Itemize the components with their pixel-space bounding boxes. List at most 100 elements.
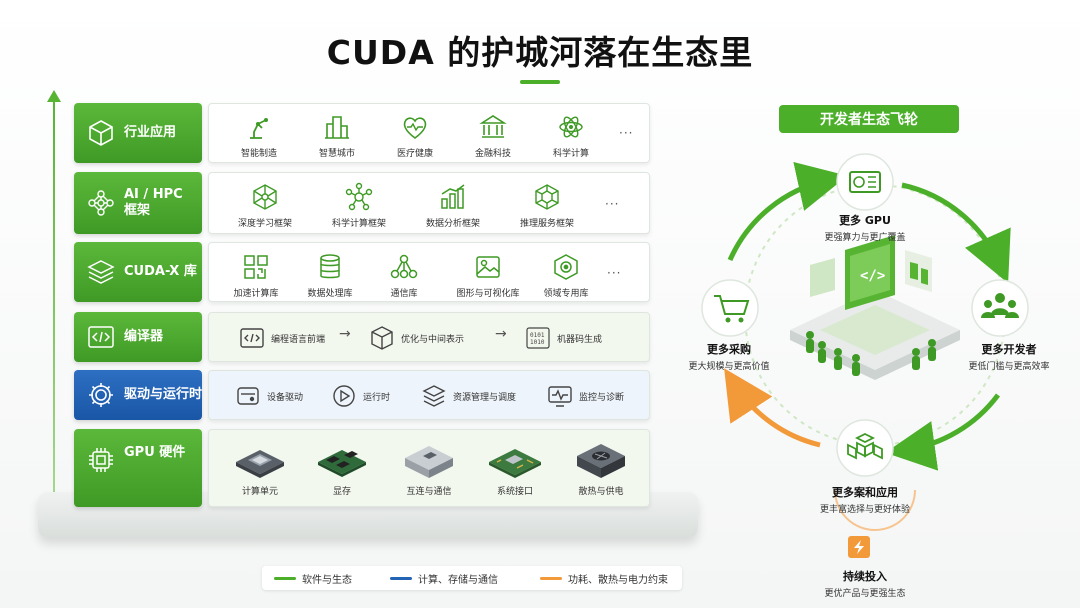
layer-label-gpu-hardware: GPU 硬件 [74, 429, 202, 507]
layer-panel-ai-hpc: 深度学习框架 科学计算框架 数据分析框架 推理服务框架 ··· [208, 172, 650, 234]
svg-text:1010: 1010 [530, 339, 545, 346]
node-more-gpu: 更多 GPU 更强算力与更广覆盖 [824, 214, 906, 243]
item-deep-learning-framework: 深度学习框架 [227, 182, 303, 229]
arc-apps-to-purchases [724, 368, 821, 448]
stack-axis-line [53, 100, 55, 510]
item-monitoring-diagnostics: 监控与诊断 [547, 383, 624, 409]
flywheel-diagram: </> [701, 153, 1029, 558]
monitor-pulse-icon [548, 386, 572, 407]
city-buildings-icon [325, 116, 349, 139]
item-interconnect: 互连与通信 [387, 438, 471, 497]
item-scientific-computing: 科学计算 [541, 112, 601, 159]
legend-swatch [274, 577, 296, 580]
more-indicator: ··· [607, 266, 622, 280]
item-graphics-visualization-lib: 图形与可视化库 [443, 252, 533, 299]
layer-label-industry-apps: 行业应用 [74, 103, 202, 163]
layers-icon [422, 385, 446, 407]
layer-label-driver-runtime: 驱动与运行时 [74, 370, 202, 420]
node-tree-icon [390, 254, 418, 279]
layer-panel-driver-runtime: 设备驱动 运行时 资源管理与调度 监控与诊断 [208, 370, 650, 420]
layer-label-cuda-x: CUDA-X 库 [74, 242, 202, 302]
node-more-purchases: 更多采购 更大规模与更高价值 [688, 343, 770, 372]
node-more-apps: 更多案和应用 更丰富选择与更好体验 [819, 486, 910, 515]
legend-item-software: 软件与生态 [274, 571, 352, 586]
hard-drive-icon [237, 387, 259, 405]
item-scientific-computing-framework: 科学计算框架 [321, 182, 397, 229]
bar-chart-icon [441, 184, 465, 209]
item-smart-manufacturing: 智能制造 [229, 112, 289, 159]
item-device-driver: 设备驱动 [235, 383, 303, 409]
arc-developers-to-apps [885, 393, 1001, 471]
item-smart-city: 智慧城市 [307, 112, 367, 159]
item-language-frontend: 编程语言前端 [239, 325, 325, 351]
cooling-fan-box-icon [577, 444, 625, 478]
heart-pulse-icon [403, 117, 427, 139]
code-icon [240, 328, 264, 348]
flywheel-title: 开发者生态飞轮 [779, 105, 959, 133]
arc-investment-loop [834, 489, 916, 531]
legend: 软件与生态 计算、存储与通信 功耗、散热与电力约束 [262, 566, 682, 590]
network-nodes-icon [88, 190, 114, 216]
node-investment-icon [848, 536, 870, 558]
legend-swatch [540, 577, 562, 580]
node-more-developers: 更多开发者 更低门槛与更高效率 [968, 343, 1050, 372]
svg-text:</>: </> [860, 268, 885, 284]
title-underline [520, 80, 560, 84]
node-purchases-circle [701, 279, 759, 337]
legend-swatch [390, 577, 412, 580]
layer-driver-runtime: 驱动与运行时 设备驱动 运行时 资源管理与调度 监控与诊断 [74, 370, 650, 420]
image-icon [476, 256, 500, 278]
qr-grid-icon [244, 255, 268, 279]
item-optimization-ir: 优化与中间表示 [369, 325, 464, 351]
item-healthcare: 医疗健康 [385, 112, 445, 159]
hex-gear-icon [554, 254, 578, 280]
node-gpu-circle [836, 153, 894, 211]
item-resource-scheduling: 资源管理与调度 [421, 383, 516, 409]
more-indicator: ··· [619, 126, 634, 140]
layer-panel-cuda-x: 加速计算库 数据处理库 通信库 图形与可视化库 领域专用库 ··· [208, 242, 650, 302]
item-data-processing-lib: 数据处理库 [295, 252, 365, 299]
hex-brain-icon [535, 184, 559, 210]
flow-arrow: → [495, 326, 507, 342]
item-inference-serving-framework: 推理服务框架 [509, 182, 585, 229]
item-accelerated-computing-lib: 加速计算库 [221, 252, 291, 299]
layer-panel-gpu-hardware: 计算单元 显存 互连与通信 系统接口 散热与供电 [208, 429, 650, 507]
processor-chip-icon [236, 450, 284, 478]
code-window-icon [88, 326, 114, 348]
item-runtime: 运行时 [331, 383, 390, 409]
memory-module-icon [318, 450, 366, 477]
item-data-analytics-framework: 数据分析框架 [415, 182, 491, 229]
item-fintech: 金融科技 [463, 112, 523, 159]
item-compute-unit: 计算单元 [223, 438, 297, 497]
stacked-layers-icon [87, 260, 115, 284]
chip-icon [89, 448, 113, 472]
molecule-icon [345, 182, 373, 211]
layer-gpu-hardware: GPU 硬件 计算单元 显存 互连与通信 系统接口 散热与供电 [74, 429, 650, 507]
cube-outline-icon [371, 326, 393, 350]
database-icon [320, 254, 340, 279]
robot-arm-icon [250, 118, 268, 139]
svg-text:0101: 0101 [530, 332, 545, 339]
center-platform-illustration: </> [790, 235, 960, 380]
atom-icon [559, 116, 583, 138]
gear-icon [89, 383, 113, 407]
item-communication-lib: 通信库 [369, 252, 439, 299]
cube-icon [89, 120, 113, 146]
layer-industry-apps: 行业应用 智能制造 智慧城市 医疗健康 金融科技 科学计算 ··· [74, 103, 650, 163]
arc-gpu-to-developers [901, 182, 1011, 284]
page-title: CUDA 的护城河落在生态里 [326, 33, 754, 72]
flow-arrow: → [339, 326, 351, 342]
item-memory: 显存 [305, 438, 379, 497]
switch-box-icon [405, 446, 453, 478]
node-developers-circle [971, 279, 1029, 337]
arc-purchases-to-gpu [727, 162, 848, 262]
legend-item-compute: 计算、存储与通信 [390, 571, 498, 586]
more-indicator: ··· [605, 197, 620, 211]
stack-axis-arrow-icon [47, 90, 61, 102]
